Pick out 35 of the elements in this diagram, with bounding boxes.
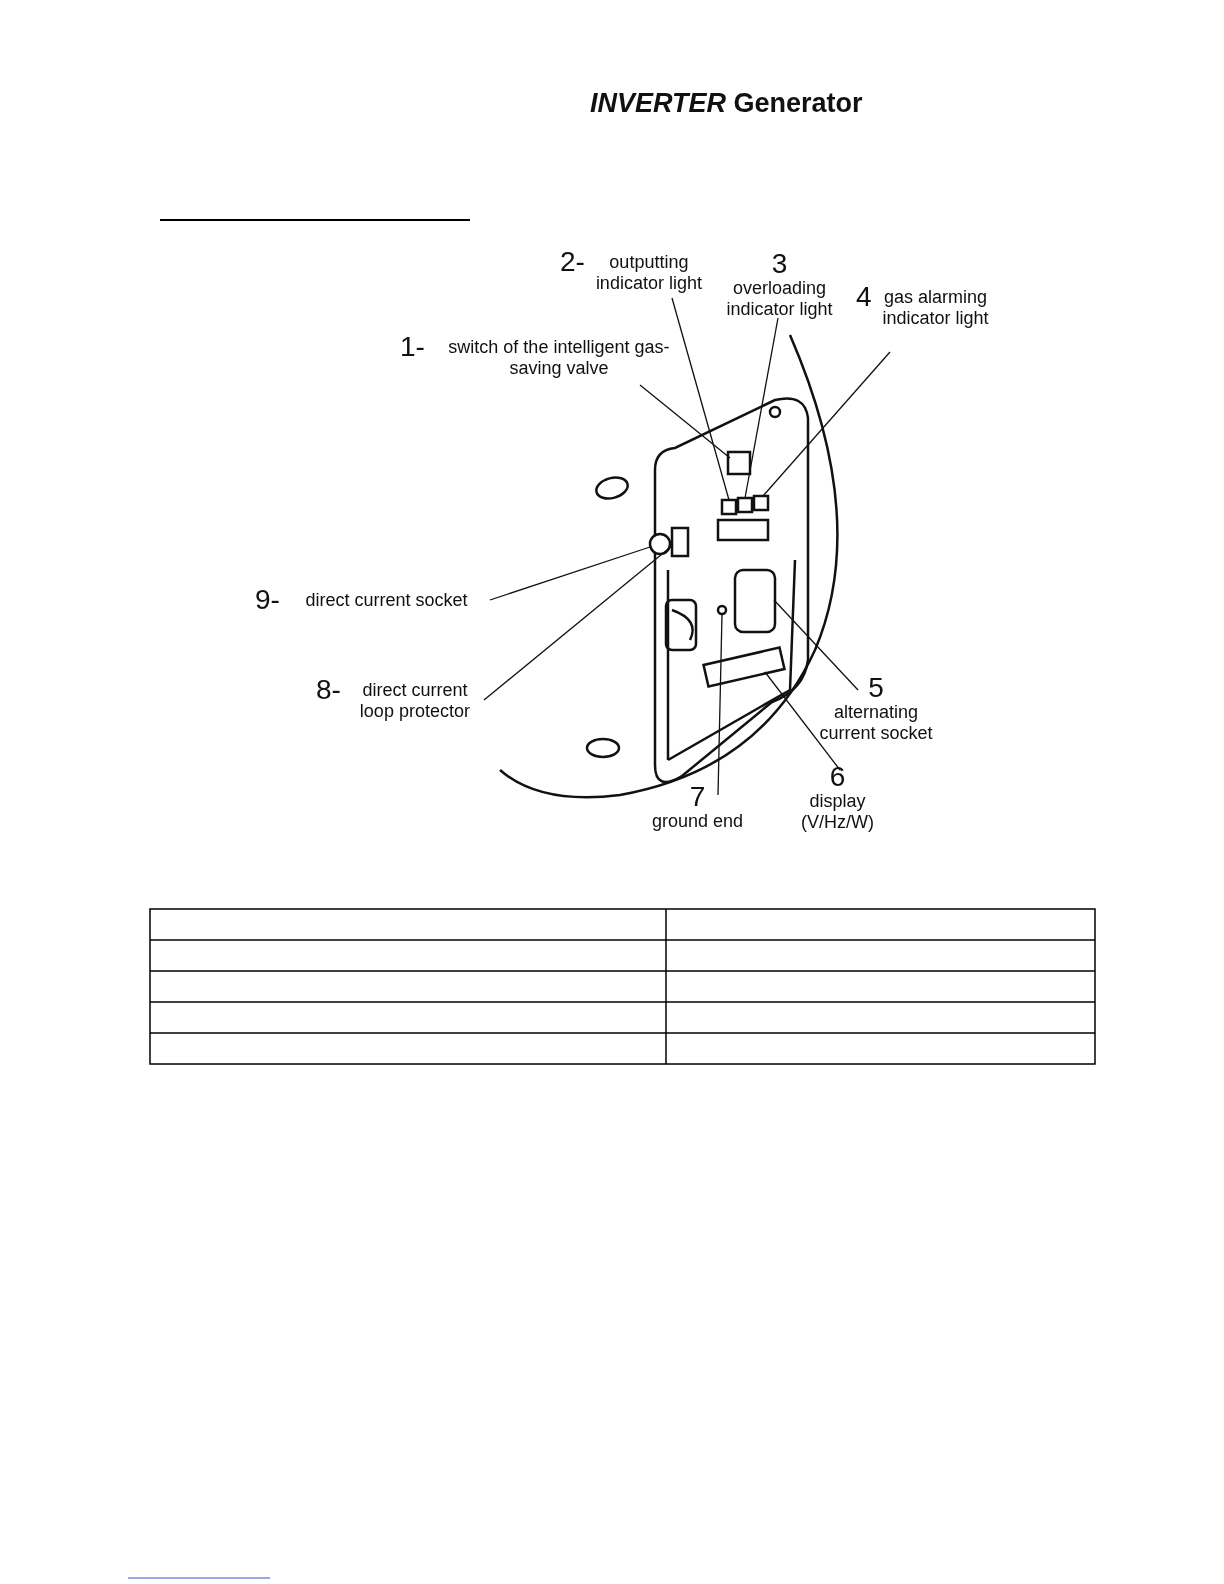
leader-line: [773, 599, 859, 691]
callout-number: 1-: [400, 333, 425, 361]
socket-part: [648, 532, 672, 556]
indicator-light: [736, 496, 754, 514]
indicator-light: [720, 498, 738, 516]
leader-line: [639, 384, 731, 459]
callout-number: 4: [856, 283, 872, 311]
callout-number: 6: [828, 763, 847, 791]
leader-line: [762, 351, 891, 497]
part-label: alternating current socket: [818, 702, 934, 744]
switch-part: [726, 450, 752, 476]
part-label: ground end: [650, 811, 745, 832]
part-label: switch of the intelligent gas-saving valve: [447, 337, 671, 379]
leader-line: [483, 544, 674, 701]
leader-line: [744, 317, 779, 499]
socket-part: [733, 568, 777, 634]
callout-number: 2-: [560, 248, 585, 276]
indicator-light: [752, 494, 770, 512]
leader-line: [671, 297, 730, 501]
part-label: display (V/Hz/W): [800, 791, 875, 833]
part-label: overloading indicator light: [725, 278, 834, 320]
part-label: outputting indicator light: [594, 252, 703, 294]
part-label: direct current loop protector: [358, 680, 471, 722]
part-label: gas alarming indicator light: [881, 287, 990, 329]
protector-part: [670, 526, 690, 558]
page-heading: INVERTER Generator: [590, 88, 863, 119]
callout-number: 9-: [255, 586, 280, 614]
part-label: direct current socket: [304, 590, 469, 611]
ground-terminal: [716, 604, 728, 616]
callout-number: 8-: [316, 676, 341, 704]
callout-number: 3: [770, 250, 789, 278]
leader-line: [489, 546, 651, 601]
callout-number: 5: [867, 674, 885, 702]
leader-line: [717, 613, 723, 796]
callout-number: 7: [688, 783, 707, 811]
